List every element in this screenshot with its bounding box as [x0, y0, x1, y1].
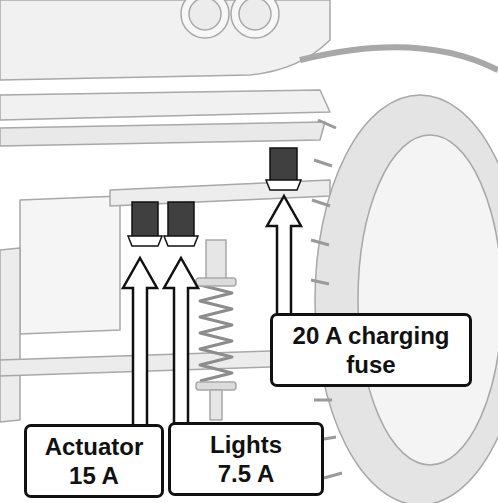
fender	[300, 47, 498, 70]
callout-box: Actuator 15 A	[24, 424, 164, 498]
headlight	[239, 0, 271, 30]
pointer-arrow	[267, 196, 301, 316]
side-panel	[20, 196, 120, 334]
fuse	[270, 148, 297, 182]
fuse-holder	[164, 236, 198, 246]
scooter-body	[0, 0, 330, 80]
spring-seat	[196, 382, 236, 390]
callout-label: Lights 7.5 A	[192, 430, 300, 488]
shock-spring	[200, 285, 232, 381]
pointer-arrow	[123, 258, 157, 428]
bumper	[0, 90, 330, 120]
headlight	[189, 0, 221, 30]
fuse-group	[128, 148, 301, 246]
lower-frame	[0, 350, 300, 376]
callout-label: Actuator 15 A	[35, 432, 153, 490]
fuse-holder	[266, 180, 301, 190]
fuse-holder	[128, 236, 162, 246]
headlight	[231, 0, 279, 38]
callout-box: Lights 7.5 A	[168, 422, 324, 496]
shock-rod	[210, 390, 222, 420]
shock-body	[206, 240, 226, 280]
fuse	[168, 202, 194, 238]
frame-bar	[0, 122, 325, 146]
fuse	[132, 202, 158, 238]
callout-box: 20 A charging fuse	[270, 313, 472, 387]
tire	[315, 95, 498, 503]
spring-seat	[196, 278, 236, 286]
side-panel	[0, 248, 20, 422]
pointer-arrow	[164, 258, 198, 428]
headlight	[181, 0, 229, 38]
wheel	[358, 135, 498, 465]
callout-label: 20 A charging fuse	[281, 321, 461, 379]
